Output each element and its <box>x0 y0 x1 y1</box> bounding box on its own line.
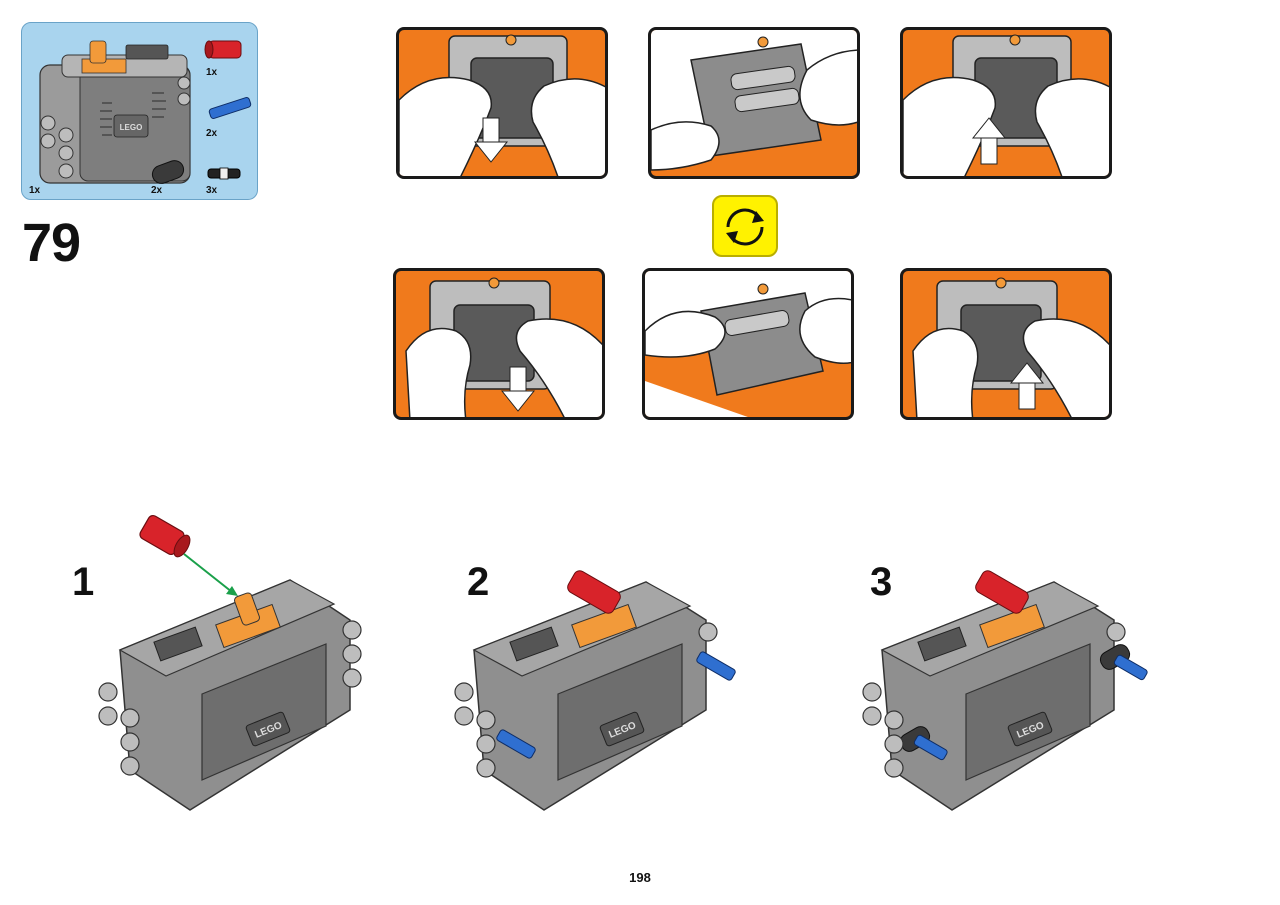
qty-blue-axle: 2x <box>206 128 218 139</box>
qty-black-pin: 3x <box>206 185 218 196</box>
step-number: 79 <box>22 213 81 273</box>
page-number: 198 <box>629 870 651 885</box>
black-pin-part <box>207 167 241 180</box>
substep-3-battery-box: LEGO <box>862 570 1148 811</box>
rotate-icon <box>712 195 778 257</box>
arrow-down-icon-2 <box>500 366 536 412</box>
panel-insert-batteries-bottom <box>642 268 854 420</box>
hands-slide-up-illustration-2 <box>912 277 1109 417</box>
hands-insert-battery-illustration <box>651 30 857 171</box>
svg-text:LEGO: LEGO <box>120 123 143 132</box>
substep-2-battery-box: LEGO <box>454 570 736 811</box>
arrow-up-icon <box>971 117 1007 165</box>
arrow-up-icon-2 <box>1009 362 1045 410</box>
red-connector-part <box>204 40 242 59</box>
panel-slide-up-bottom <box>900 268 1112 420</box>
dark-connector-part <box>151 160 185 184</box>
hands-insert-battery-illustration-2 <box>645 271 851 417</box>
panel-slide-up-top <box>900 27 1112 179</box>
parts-callout: LEGO 1x 2x 2x 3x 1x <box>21 22 258 200</box>
hands-slide-up-illustration <box>903 34 1109 176</box>
qty-battery-box: 1x <box>29 185 41 196</box>
substep-2-number: 2 <box>467 560 490 604</box>
hands-slide-down-illustration <box>399 34 605 176</box>
panel-slide-down-top <box>396 27 608 179</box>
parts-illustration: LEGO <box>39 40 252 184</box>
battery-box-part: LEGO <box>39 40 191 184</box>
substep-1-number: 1 <box>72 560 95 604</box>
red-connector-part-1 <box>139 514 191 558</box>
substep-3-number: 3 <box>870 560 893 604</box>
arrow-down-icon <box>473 117 509 163</box>
qty-dark-connector: 2x <box>151 185 163 196</box>
insert-arrow <box>183 553 233 593</box>
qty-red-connector: 1x <box>206 67 218 78</box>
panel-slide-down-bottom <box>393 268 605 420</box>
panel-insert-batteries-top <box>648 27 860 179</box>
substep-1-battery-box: LEGO <box>98 514 362 811</box>
blue-axle-part <box>208 97 252 119</box>
hands-slide-down-illustration-2 <box>405 277 602 417</box>
